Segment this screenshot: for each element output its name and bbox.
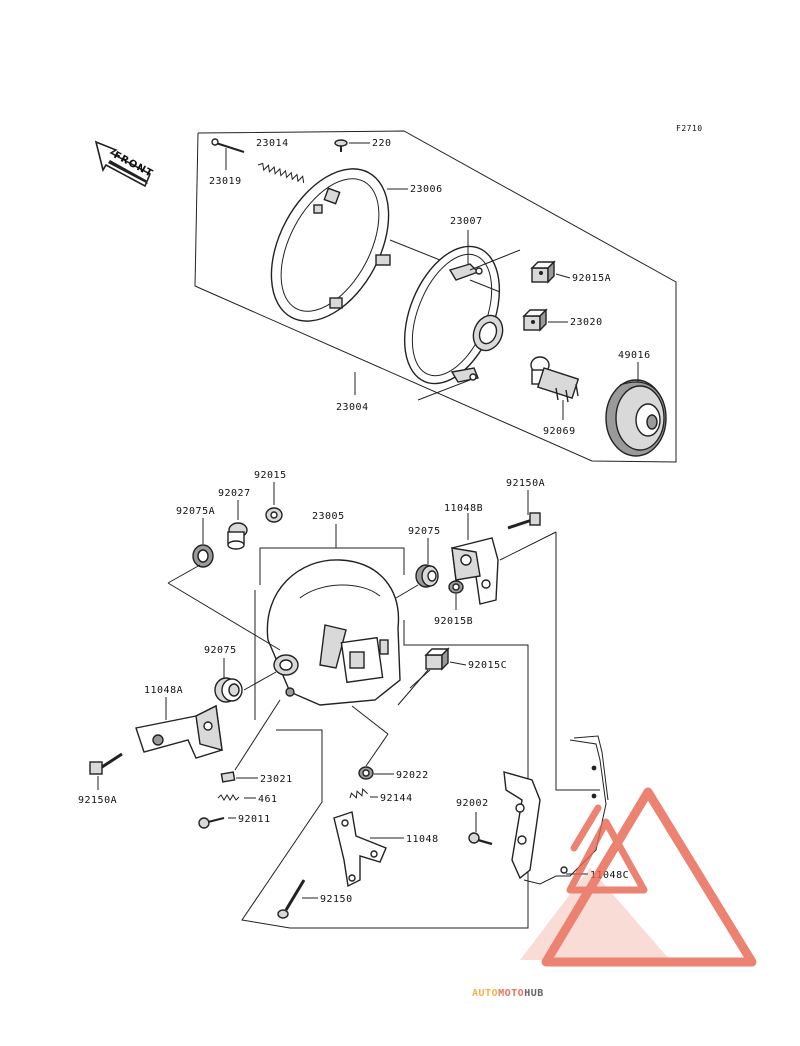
label-220: 220 [372, 138, 392, 149]
figure-ref: F2710 [676, 124, 703, 133]
label-92075-left: 92075 [204, 645, 237, 656]
watermark-hub: HUB [524, 988, 544, 999]
watermark-auto: AUTO [472, 988, 498, 999]
screw-92011 [198, 817, 225, 829]
label-23014: 23014 [256, 138, 289, 149]
bolt-92150 [277, 879, 306, 919]
label-92011: 92011 [238, 814, 271, 825]
headlight-rim-23006 [270, 168, 391, 322]
grommet-92075-right [415, 564, 439, 588]
bulb-92069 [530, 356, 580, 403]
label-92015A: 92015A [572, 273, 611, 284]
label-23005: 23005 [312, 511, 345, 522]
label-23006: 23006 [410, 184, 443, 195]
label-92027: 92027 [218, 488, 251, 499]
label-92150A-top: 92150A [506, 478, 545, 489]
spring-92144 [349, 788, 368, 799]
label-461: 461 [258, 794, 278, 805]
label-23020: 23020 [570, 317, 603, 328]
watermark-text: AUTOMOTOHUB [472, 988, 544, 999]
rubber-boot-49016 [605, 379, 667, 457]
screw-23019 [211, 138, 245, 153]
nut-92015 [265, 507, 283, 523]
headlight-unit-group-outline [194, 130, 677, 463]
headlight-housing-23005 [266, 559, 401, 706]
spring-461 [217, 794, 240, 801]
label-49016: 49016 [618, 350, 651, 361]
bracket-11048C [503, 735, 609, 885]
headlight-reflector-23007 [403, 245, 504, 385]
nut-92015B [448, 580, 464, 594]
label-92015: 92015 [254, 470, 287, 481]
bracket-11048A [135, 704, 223, 759]
nut-92015A [530, 260, 556, 284]
screw-220 [334, 139, 348, 152]
label-23007: 23007 [450, 216, 483, 227]
bracket-11048B [451, 537, 499, 605]
clip-23021 [220, 771, 236, 783]
label-23021: 23021 [260, 774, 293, 785]
label-23004: 23004 [336, 402, 369, 413]
label-11048A: 11048A [144, 685, 183, 696]
grommet-92075-left [214, 677, 243, 703]
spring-23014 [257, 162, 305, 184]
label-92150: 92150 [320, 894, 353, 905]
bolt-92150A-bottom [89, 752, 123, 775]
nut-92015C [424, 647, 450, 671]
label-92144: 92144 [380, 793, 413, 804]
label-11048C: 11048C [590, 870, 629, 881]
front-arrow-icon [94, 140, 152, 188]
label-11048B: 11048B [444, 503, 483, 514]
label-23019: 23019 [209, 176, 242, 187]
label-92075A: 92075A [176, 506, 215, 517]
label-92002: 92002 [456, 798, 489, 809]
bolt-92002 [468, 832, 493, 846]
label-92022: 92022 [396, 770, 429, 781]
label-92015C: 92015C [468, 660, 507, 671]
automotohub-logo [520, 787, 757, 967]
watermark-moto: MOTO [498, 988, 524, 999]
collar-92027 [227, 522, 248, 550]
label-92015B: 92015B [434, 616, 473, 627]
grommet-92075A [192, 544, 214, 568]
label-92150A-bottom: 92150A [78, 795, 117, 806]
label-92069: 92069 [543, 426, 576, 437]
bolt-92150A-top [507, 512, 541, 530]
label-11048: 11048 [406, 834, 439, 845]
bracket-11048 [333, 811, 387, 888]
label-92075-right: 92075 [408, 526, 441, 537]
nut-92022 [358, 766, 374, 780]
nut-23020 [522, 308, 548, 332]
